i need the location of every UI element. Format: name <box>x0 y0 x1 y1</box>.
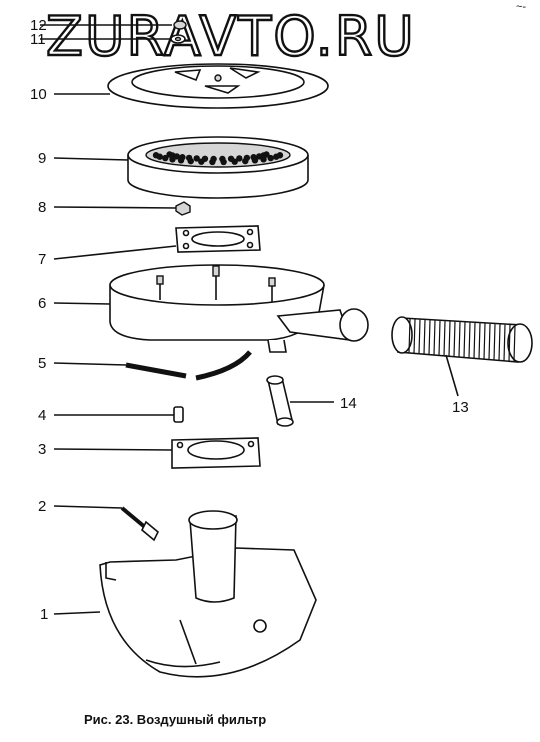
hose-rib <box>498 324 501 361</box>
perforation-dot <box>276 152 284 159</box>
hose-rib <box>493 324 496 360</box>
callout-labels: 12 11 10 9 8 7 6 5 4 3 2 1 13 14 <box>30 17 469 623</box>
hose-rib <box>463 322 466 358</box>
part-washer-11 <box>170 34 186 44</box>
perforation-dot <box>179 154 186 161</box>
watermark-text: ZURAVTO.RU <box>46 5 416 68</box>
hose-rib <box>478 323 481 359</box>
callout-12: 12 <box>30 17 47 34</box>
callout-4: 4 <box>38 407 46 424</box>
hose-rib <box>448 321 451 357</box>
corner-mark: ~- <box>516 1 526 13</box>
callout-8: 8 <box>38 199 46 216</box>
part-cover-10 <box>107 63 329 109</box>
hose-rib <box>473 322 476 359</box>
perforation-dot <box>250 154 257 161</box>
hose-rib <box>468 322 471 358</box>
leader-lines <box>40 24 459 615</box>
part-filter-element-9 <box>127 136 309 199</box>
perforation-dot <box>227 155 235 162</box>
perforation-dot <box>263 151 270 158</box>
hose-rib <box>413 319 416 354</box>
hose-rib <box>433 320 436 356</box>
callout-3: 3 <box>38 441 46 458</box>
perforation-dot <box>236 155 243 162</box>
perforation-dot <box>210 155 217 163</box>
hose-rib <box>513 325 516 362</box>
hose-rib <box>443 321 446 356</box>
hose-rib <box>418 319 421 354</box>
callout-6: 6 <box>38 295 46 312</box>
callout-5: 5 <box>38 355 46 372</box>
hose-rib <box>483 323 486 360</box>
part-flange-gasket-3 <box>171 437 261 469</box>
part-corrugated-hose-13 <box>391 316 533 363</box>
hose-rib <box>408 318 411 354</box>
perforation-dot <box>193 155 200 162</box>
hose-rib <box>428 320 431 355</box>
part-tube-14 <box>266 375 294 427</box>
callout-1: 1 <box>40 606 48 623</box>
part-hose-5 <box>125 350 252 381</box>
perforation-dot <box>173 153 181 160</box>
hose-rib <box>458 321 461 358</box>
part-nut-12 <box>173 20 187 30</box>
part-lower-housing-1 <box>99 510 317 678</box>
hose-rib <box>488 323 491 360</box>
figure-caption: Рис. 23. Воздушный фильтр <box>84 712 267 727</box>
part-housing-6 <box>109 264 369 353</box>
hose-rib <box>438 320 441 356</box>
callout-10: 10 <box>30 86 47 103</box>
part-nut-8 <box>175 201 191 216</box>
perforation-dot <box>267 154 274 162</box>
hose-rib <box>453 321 456 357</box>
part-bolt-2 <box>120 506 159 542</box>
hose-rib <box>508 324 511 362</box>
callout-2: 2 <box>38 498 46 515</box>
part-gasket-7 <box>175 225 261 253</box>
perforation-dot <box>201 155 209 162</box>
callout-11: 11 <box>30 31 46 48</box>
perforation-dot <box>219 155 226 163</box>
perforation-dot <box>162 154 169 162</box>
callout-14: 14 <box>340 395 357 412</box>
callout-7: 7 <box>38 251 46 268</box>
hose-rib <box>503 324 506 361</box>
part-sleeve-4 <box>173 406 184 423</box>
callout-13: 13 <box>452 399 469 416</box>
callout-9: 9 <box>38 150 46 167</box>
perforation-dot <box>243 154 251 162</box>
hose-rib <box>423 319 426 355</box>
perforation-dot <box>156 153 163 160</box>
perforation-dot <box>185 154 193 162</box>
